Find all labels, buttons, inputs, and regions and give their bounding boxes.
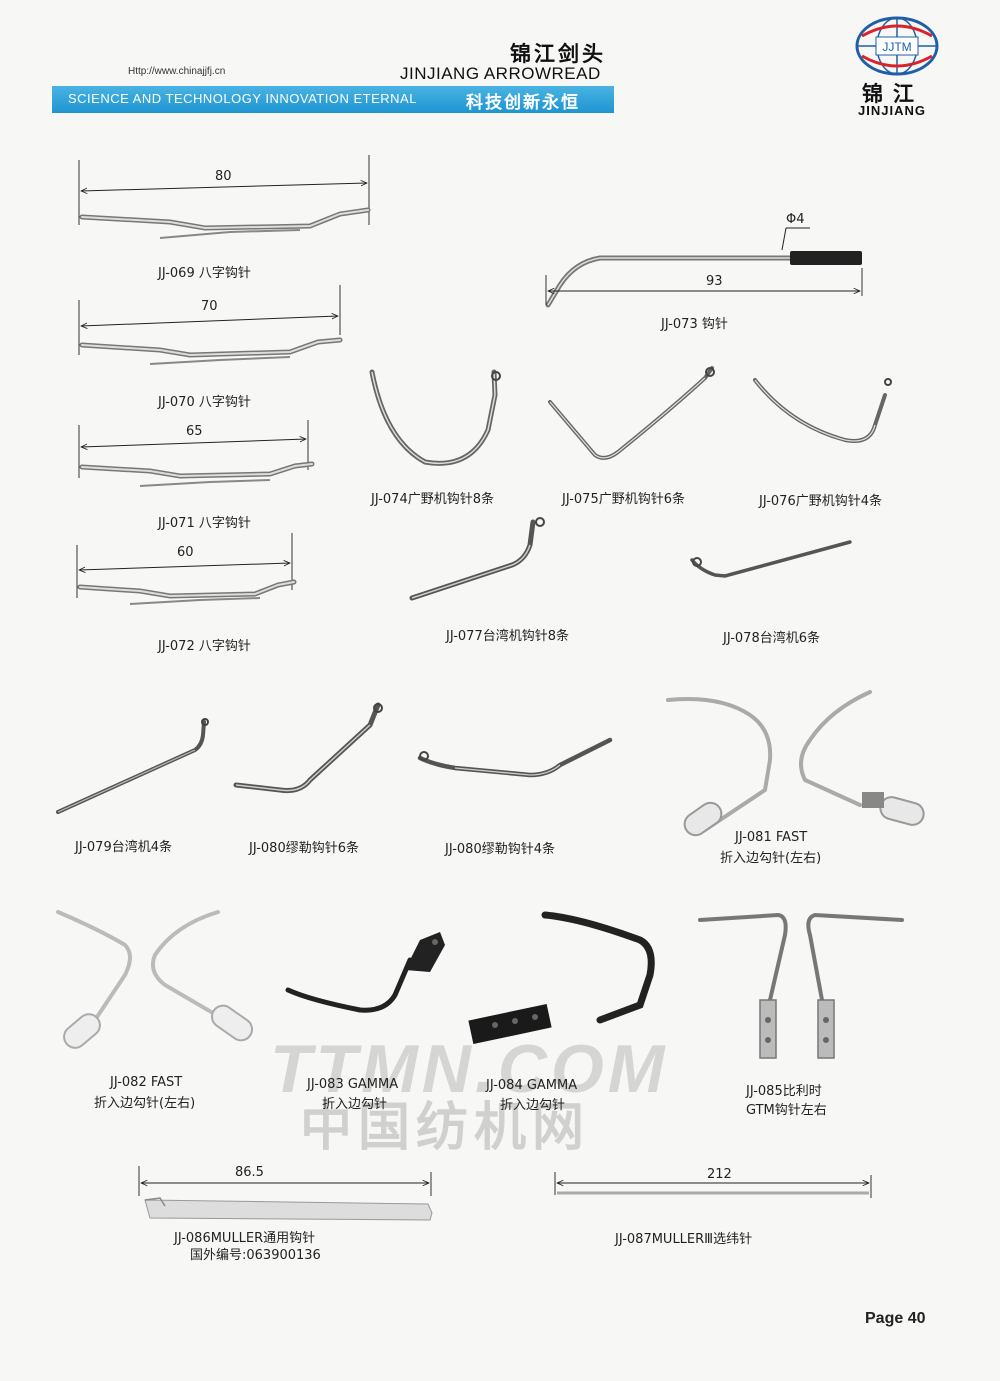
caption-jj073: JJ-073 钩针	[661, 317, 728, 332]
slogan-en: SCIENCE AND TECHNOLOGY INNOVATION ETERNA…	[68, 91, 417, 106]
caption-jj087: JJ-087MULLERⅢ选纬针	[615, 1232, 753, 1247]
caption-jj086: JJ-086MULLER通用钩针	[174, 1231, 316, 1246]
needle-jj078	[690, 540, 852, 578]
caption-jj081-sub: 折入边勾针(左右)	[720, 851, 822, 866]
needle-jj084	[468, 911, 655, 1045]
caption-jj076: JJ-076广野机钩针4条	[759, 494, 882, 509]
dimension-jj073: 93	[706, 274, 723, 289]
caption-jj072: JJ-072 八字钩针	[158, 639, 251, 654]
caption-jj083-sub: 折入边勾针	[322, 1097, 388, 1112]
needle-jj080-4	[417, 737, 613, 778]
dimension-jj071: 65	[186, 424, 203, 439]
dimension-jj086: 86.5	[235, 1165, 264, 1180]
dimension-jj069: 80	[215, 169, 232, 184]
dimension-jj070: 70	[201, 299, 218, 314]
caption-jj082-sub: 折入边勾针(左右)	[94, 1096, 196, 1111]
needle-jj070	[78, 285, 343, 365]
page-number: Page 40	[865, 1310, 926, 1327]
needle-jj082	[56, 910, 254, 1049]
brand-name-cn: 锦江剑头	[510, 42, 606, 66]
needle-jj083	[285, 932, 445, 1013]
caption-jj083: JJ-083 GAMMA	[307, 1077, 399, 1092]
watermark-cn: 中国纺机网	[300, 1098, 591, 1158]
caption-jj086-sub: 国外编号:063900136	[190, 1248, 321, 1263]
needle-jj073	[545, 227, 863, 308]
slogan-banner	[52, 86, 614, 113]
needle-jj080-6	[233, 702, 383, 793]
caption-jj079: JJ-079台湾机4条	[75, 840, 172, 855]
brand-name-en: JINJIANG ARROWREAD	[400, 64, 601, 83]
caption-jj080-6: JJ-080缪勒钩针6条	[249, 841, 359, 856]
caption-jj070: JJ-070 八字钩针	[158, 395, 251, 410]
needle-jj087	[554, 1172, 872, 1198]
caption-jj081: JJ-081 FAST	[735, 830, 808, 845]
logo-name-cn: 锦江	[862, 82, 924, 106]
caption-jj078: JJ-078台湾机6条	[723, 631, 820, 646]
needle-jj069	[78, 155, 371, 239]
caption-jj084-sub: 折入边勾针	[500, 1098, 566, 1113]
dimension-jj087: 212	[707, 1167, 732, 1182]
needle-jj079	[56, 718, 209, 814]
logo-mark: JJTM	[882, 40, 911, 54]
watermark-en: TTMN.COM	[270, 1031, 669, 1107]
caption-jj069: JJ-069 八字钩针	[158, 266, 251, 281]
caption-jj085-sub: GTM钩针左右	[746, 1103, 827, 1118]
logo-name-en: JINJIANG	[858, 103, 926, 118]
needle-jj085	[698, 912, 904, 1059]
needle-jj081	[666, 690, 925, 837]
needle-jj071	[78, 420, 315, 487]
caption-jj075: JJ-075广野机钩针6条	[562, 492, 685, 507]
slogan-cn: 科技创新永恒	[466, 93, 580, 113]
diameter-jj073: Φ4	[786, 212, 805, 227]
caption-jj074: JJ-074广野机钩针8条	[371, 492, 494, 507]
website-url[interactable]: Http://www.chinajjfj.cn	[128, 66, 226, 77]
needle-jj086	[138, 1166, 433, 1221]
dimension-jj072: 60	[177, 545, 194, 560]
company-logo: JJTM	[855, 16, 939, 76]
needle-jj076	[753, 378, 892, 443]
needle-jj074	[369, 369, 501, 466]
caption-jj080-4: JJ-080缪勒钩针4条	[445, 842, 555, 857]
needle-jj072	[76, 533, 297, 605]
needle-jj077	[409, 517, 545, 601]
needle-jj075	[548, 366, 715, 460]
caption-jj071: JJ-071 八字钩针	[158, 516, 251, 531]
caption-jj084: JJ-084 GAMMA	[486, 1078, 578, 1093]
caption-jj082: JJ-082 FAST	[110, 1075, 183, 1090]
caption-jj077: JJ-077台湾机钩针8条	[446, 629, 569, 644]
caption-jj085: JJ-085比利时	[746, 1084, 822, 1099]
